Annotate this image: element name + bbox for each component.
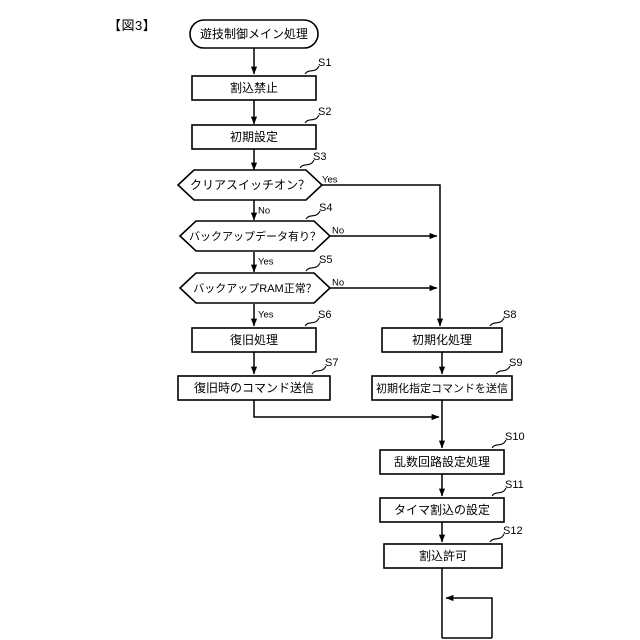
- node-s3[interactable]: クリアスイッチオン？ S3 Yes No: [176, 151, 338, 217]
- node-s6[interactable]: 復旧処理 S6: [191, 309, 331, 353]
- branch-label-s4-yes: Yes: [258, 257, 274, 268]
- step-label-s5: S5: [319, 254, 332, 266]
- node-s9[interactable]: 初期化指定コマンドを送信 S9: [371, 357, 522, 401]
- node-s10[interactable]: 乱数回路設定処理 S10: [379, 431, 525, 475]
- node-s1-label: 割込禁止: [230, 80, 278, 95]
- node-s5-label: バックアップRAM正常？: [193, 282, 316, 295]
- node-start[interactable]: 遊技制御メイン処理: [189, 19, 319, 49]
- step-label-s6: S6: [318, 309, 331, 321]
- node-s8-label: 初期化処理: [412, 333, 472, 347]
- node-s3-label: クリアスイッチオン？: [190, 178, 310, 192]
- step-label-s8: S8: [503, 309, 516, 321]
- node-s2[interactable]: 初期設定 S2: [191, 106, 331, 150]
- node-s11-label: タイマ割込の設定: [394, 502, 490, 517]
- node-start-label: 遊技制御メイン処理: [200, 26, 308, 41]
- step-label-s11: S11: [505, 479, 524, 491]
- connector-s7-to-main: [253, 400, 440, 421]
- figure-label: 【図3】: [108, 18, 157, 33]
- node-s10-label: 乱数回路設定処理: [394, 454, 490, 469]
- node-s1[interactable]: 割込禁止 S1: [191, 57, 331, 101]
- step-label-s12: S12: [503, 525, 523, 537]
- node-s5[interactable]: バックアップRAM正常？ S5 No Yes: [178, 254, 344, 321]
- node-s7[interactable]: 復旧時のコマンド送信 S7: [177, 357, 338, 401]
- step-label-s4: S4: [319, 202, 332, 214]
- node-s8[interactable]: 初期化処理 S8: [381, 309, 516, 353]
- step-label-s10: S10: [505, 431, 525, 443]
- node-s12-label: 割込許可: [419, 548, 467, 563]
- node-s4-label: バックアップデータ有り？: [189, 229, 321, 243]
- node-s9-label: 初期化指定コマンドを送信: [376, 381, 508, 395]
- step-label-s1: S1: [318, 57, 331, 69]
- step-label-s3: S3: [313, 151, 326, 163]
- branch-label-s4-no: No: [332, 226, 344, 237]
- node-s12[interactable]: 割込許可 S12: [383, 525, 523, 569]
- branch-label-s3-yes: Yes: [322, 175, 338, 186]
- node-s6-label: 復旧処理: [230, 332, 278, 347]
- node-s4[interactable]: バックアップデータ有り？ S4 No Yes: [178, 202, 344, 268]
- connector-s3-yes-to-init: [322, 184, 444, 327]
- step-label-s9: S9: [509, 357, 522, 369]
- node-s2-label: 初期設定: [230, 129, 278, 144]
- branch-label-s5-no: No: [332, 278, 344, 289]
- node-s7-label: 復旧時のコマンド送信: [194, 380, 314, 395]
- node-s11[interactable]: タイマ割込の設定 S11: [379, 479, 524, 523]
- branch-label-s5-yes: Yes: [258, 310, 274, 321]
- step-label-s2: S2: [318, 106, 331, 118]
- connector-loop-back: [445, 594, 493, 638]
- step-label-s7: S7: [325, 357, 338, 369]
- branch-label-s3-no: No: [258, 206, 270, 217]
